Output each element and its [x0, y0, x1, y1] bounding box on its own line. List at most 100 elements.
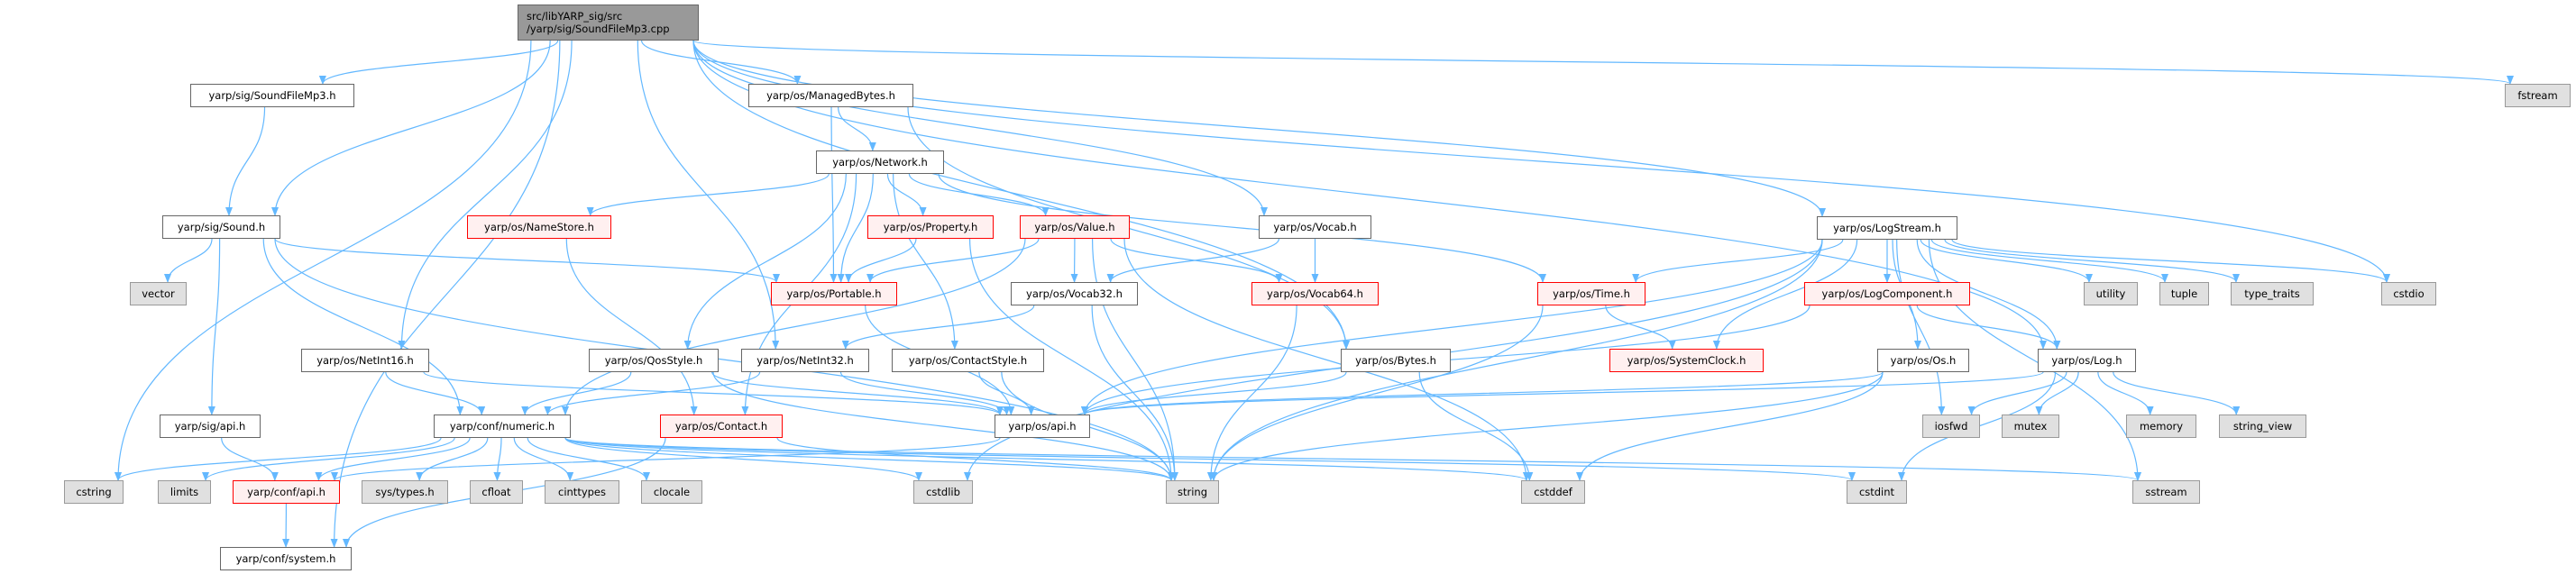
node-os[interactable]: yarp/os/Os.h — [1877, 349, 1969, 372]
node-sigapi[interactable]: yarp/sig/api.h — [160, 415, 261, 438]
node-label: yarp/os/Vocab64.h — [1267, 287, 1363, 300]
edge-logstream-to-log — [1916, 239, 2061, 350]
node-utility: utility — [2084, 282, 2138, 305]
node-label: cstddef — [1534, 486, 1572, 498]
node-numeric[interactable]: yarp/conf/numeric.h — [434, 415, 571, 438]
node-logcomp[interactable]: yarp/os/LogComponent.h — [1804, 282, 1970, 305]
edge-root-to-vocab — [692, 40, 1268, 216]
edge-numeric-to-systypes — [416, 437, 489, 481]
node-netint16[interactable]: yarp/os/NetInt16.h — [301, 349, 429, 372]
node-cstring: cstring — [64, 480, 124, 504]
edge-sound-to-portable — [274, 238, 780, 283]
edge-log-to-string_view — [2113, 371, 2241, 415]
node-label: yarp/sig/Sound.h — [177, 221, 266, 233]
node-cfloat: cfloat — [470, 480, 523, 504]
root-file-node: src/libYARP_sig/src /yarp/sig/SoundFileM… — [518, 5, 699, 41]
node-string: string — [1166, 480, 1219, 504]
edge-root-to-logstream — [692, 40, 1826, 217]
edge-managed-to-network — [838, 106, 876, 151]
edge-osapi-to-confapi — [331, 437, 1001, 481]
edge-network-to-value — [908, 173, 1050, 216]
edge-numeric-to-cstdint — [564, 437, 1856, 481]
edge-qosstyle-to-numeric — [521, 371, 632, 415]
node-sfmp3[interactable]: yarp/sig/SoundFileMp3.h — [190, 84, 354, 107]
node-bytes[interactable]: yarp/os/Bytes.h — [1341, 349, 1451, 372]
node-label: cstdio — [2393, 287, 2425, 300]
node-contact[interactable]: yarp/os/Contact.h — [660, 415, 783, 438]
node-label: yarp/os/ContactStyle.h — [908, 354, 1028, 367]
node-cstdio: cstdio — [2381, 282, 2436, 305]
edge-sound-to-string — [274, 238, 1175, 481]
node-label: yarp/os/Vocab.h — [1273, 221, 1357, 233]
node-namestore[interactable]: yarp/os/NameStore.h — [467, 215, 611, 239]
edge-network-to-time — [938, 173, 1546, 283]
root-label-line2: /yarp/sig/SoundFileMp3.cpp — [527, 23, 670, 35]
node-clocale: clocale — [641, 480, 702, 504]
node-vector: vector — [130, 282, 187, 305]
edge-root-to-cstdio — [692, 40, 2390, 283]
node-value[interactable]: yarp/os/Value.h — [1020, 215, 1130, 239]
edge-contact-to-string — [776, 437, 1175, 481]
edge-vocab32-to-netint32 — [841, 305, 1035, 350]
edge-property-to-string — [968, 238, 1175, 481]
edge-os-to-osapi — [1081, 371, 1884, 415]
node-vocab[interactable]: yarp/os/Vocab.h — [1259, 215, 1371, 239]
node-label: cinttypes — [558, 486, 606, 498]
node-label: vector — [142, 287, 175, 300]
node-qosstyle[interactable]: yarp/os/QosStyle.h — [589, 349, 719, 372]
node-label: string — [1177, 486, 1207, 498]
node-netint32[interactable]: yarp/os/NetInt32.h — [741, 349, 869, 372]
node-label: yarp/os/QosStyle.h — [604, 354, 703, 367]
edge-log-to-osapi — [1081, 371, 2044, 415]
node-fstream: fstream — [2505, 84, 2571, 107]
node-label: yarp/os/Network.h — [832, 156, 928, 169]
edge-value-to-string — [1091, 238, 1178, 481]
node-system[interactable]: yarp/conf/system.h — [220, 547, 352, 570]
node-label: yarp/os/Os.h — [1890, 354, 1957, 367]
node-network[interactable]: yarp/os/Network.h — [816, 150, 944, 174]
node-label: yarp/os/Log.h — [2051, 354, 2122, 367]
node-log[interactable]: yarp/os/Log.h — [2038, 349, 2136, 372]
node-portable[interactable]: yarp/os/Portable.h — [771, 282, 897, 305]
node-label: yarp/conf/system.h — [235, 552, 336, 565]
node-sound[interactable]: yarp/sig/Sound.h — [162, 215, 280, 239]
node-label: yarp/os/Portable.h — [786, 287, 882, 300]
edge-sound-to-sigapi — [207, 238, 221, 415]
edge-numeric-to-string — [564, 437, 1175, 481]
node-label: sstream — [2145, 486, 2187, 498]
edge-numeric-to-cfloat — [493, 437, 502, 481]
node-vocab32[interactable]: yarp/os/Vocab32.h — [1011, 282, 1138, 305]
node-vocab64[interactable]: yarp/os/Vocab64.h — [1251, 282, 1379, 305]
node-label: cstdlib — [926, 486, 960, 498]
edge-contactstyle-to-osapi — [978, 371, 1035, 415]
edge-value-to-cstddef — [1123, 238, 1530, 481]
node-label: yarp/os/SystemClock.h — [1627, 354, 1746, 367]
edge-vocab64-to-string — [1206, 305, 1297, 481]
edge-bytes-to-cstddef — [1418, 371, 1534, 481]
node-label: yarp/os/Time.h — [1553, 287, 1630, 300]
node-label: yarp/os/Contact.h — [674, 420, 768, 433]
node-label: yarp/os/Bytes.h — [1355, 354, 1436, 367]
node-contactstyle[interactable]: yarp/os/ContactStyle.h — [892, 349, 1044, 372]
edge-logstream-to-time — [1632, 239, 1844, 283]
edge-logstream-to-type_traits — [1944, 239, 2240, 283]
node-osapi[interactable]: yarp/os/api.h — [995, 415, 1090, 438]
edge-log-to-memory — [2097, 371, 2154, 415]
edge-numeric-to-clocale — [527, 437, 650, 481]
node-sysclock[interactable]: yarp/os/SystemClock.h — [1609, 349, 1764, 372]
node-label: yarp/os/api.h — [1008, 420, 1077, 433]
edge-logstream-to-cstdio — [1951, 239, 2390, 283]
edge-logstream-to-osapi — [1081, 239, 1823, 415]
edge-numeric-to-cinttypes — [513, 437, 574, 481]
node-logstream[interactable]: yarp/os/LogStream.h — [1817, 216, 1957, 240]
node-label: yarp/os/Vocab32.h — [1026, 287, 1123, 300]
node-managed[interactable]: yarp/os/ManagedBytes.h — [748, 84, 913, 107]
node-label: iosfwd — [1934, 420, 1968, 433]
node-confapi[interactable]: yarp/conf/api.h — [233, 480, 340, 504]
node-label: utility — [2095, 287, 2126, 300]
node-time[interactable]: yarp/os/Time.h — [1537, 282, 1646, 305]
node-label: type_traits — [2244, 287, 2300, 300]
node-property[interactable]: yarp/os/Property.h — [867, 215, 994, 239]
edge-vocab-to-vocab32 — [1106, 238, 1280, 283]
node-label: string_view — [2232, 420, 2293, 433]
